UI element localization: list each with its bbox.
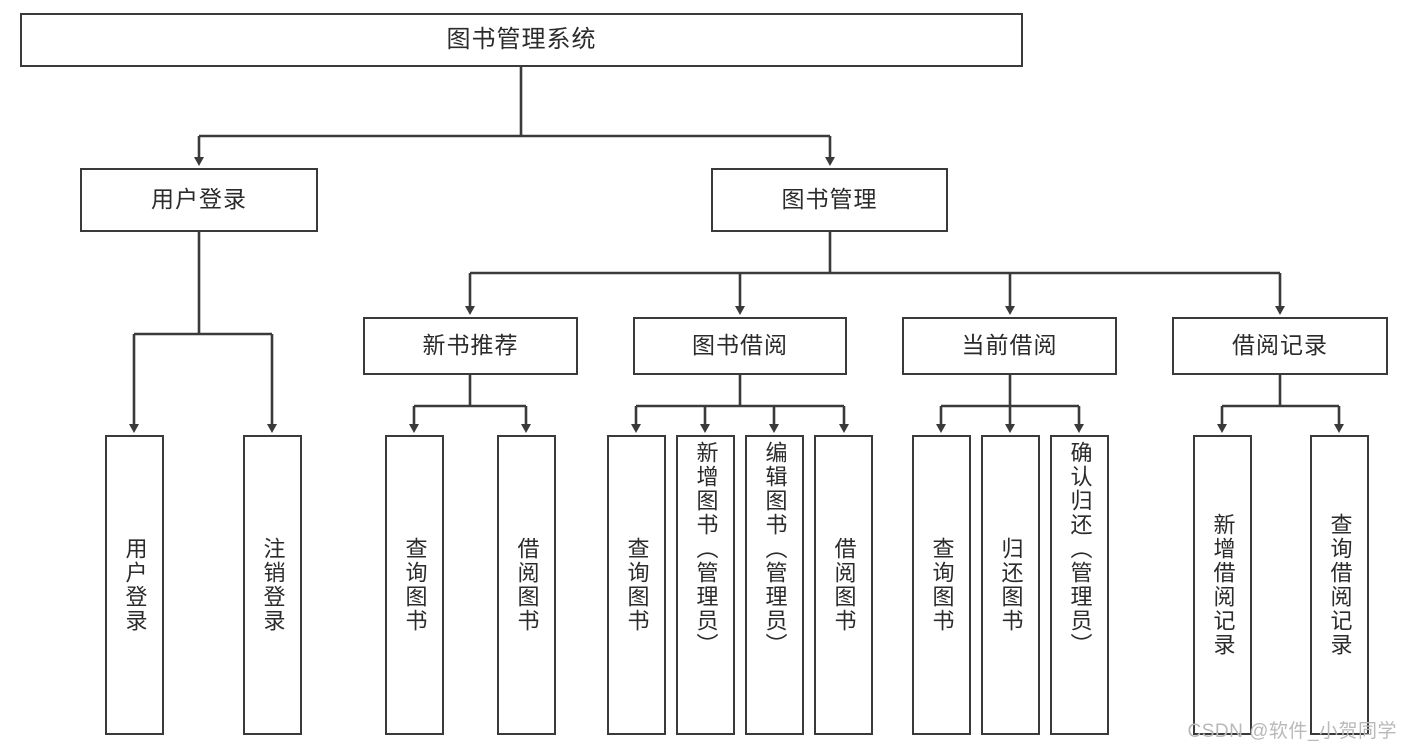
leaf-label: 借阅图书 (514, 537, 540, 633)
leaf-label: 查询借阅记录 (1327, 513, 1353, 657)
node-user-login[interactable]: 用户登录 (80, 168, 318, 232)
leaf-label: 用户登录 (122, 537, 148, 633)
node-new-book-recommend[interactable]: 新书推荐 (363, 317, 578, 375)
leaf-label: 查询图书 (402, 537, 428, 633)
leaf-label: 确认归还（管理员） (1067, 441, 1093, 657)
leaf-current-confirm-return-admin[interactable]: 确认归还（管理员） (1050, 435, 1109, 735)
leaf-label: 借阅图书 (831, 537, 857, 633)
leaf-record-query[interactable]: 查询借阅记录 (1310, 435, 1369, 735)
leaf-user-login-logout[interactable]: 注销登录 (243, 435, 302, 735)
leaf-inner: 借阅图书 (816, 437, 871, 733)
node-borrow-record[interactable]: 借阅记录 (1172, 317, 1388, 375)
leaf-current-query-book[interactable]: 查询图书 (912, 435, 971, 735)
leaf-label: 注销登录 (260, 537, 286, 633)
leaf-borrow-query-book[interactable]: 查询图书 (607, 435, 666, 735)
node-new-book-recommend-label: 新书推荐 (422, 332, 519, 359)
leaf-new-book-query[interactable]: 查询图书 (385, 435, 444, 735)
leaf-inner: 确认归还（管理员） (1052, 437, 1107, 737)
leaf-inner: 查询图书 (914, 437, 969, 733)
leaf-inner: 查询图书 (609, 437, 664, 733)
leaf-inner: 新增借阅记录 (1195, 437, 1250, 733)
leaf-record-add[interactable]: 新增借阅记录 (1193, 435, 1252, 735)
leaf-borrow-borrow-book[interactable]: 借阅图书 (814, 435, 873, 735)
leaf-user-login-login[interactable]: 用户登录 (105, 435, 164, 735)
leaf-label: 新增图书（管理员） (693, 441, 719, 657)
leaf-inner: 编辑图书（管理员） (747, 437, 802, 737)
leaf-inner: 注销登录 (245, 437, 300, 733)
watermark: CSDN @软件_小贺同学 (1187, 721, 1397, 742)
leaf-inner: 借阅图书 (499, 437, 554, 733)
leaf-inner: 用户登录 (107, 437, 162, 733)
node-borrow-record-label: 借阅记录 (1232, 332, 1328, 359)
leaf-label: 查询图书 (624, 537, 650, 633)
leaf-current-return-book[interactable]: 归还图书 (981, 435, 1040, 735)
leaf-label: 查询图书 (929, 537, 955, 633)
leaf-borrow-add-book-admin[interactable]: 新增图书（管理员） (676, 435, 735, 735)
leaf-inner: 查询借阅记录 (1312, 437, 1367, 733)
leaf-inner: 新增图书（管理员） (678, 437, 733, 737)
node-root-label: 图书管理系统 (446, 25, 597, 53)
leaf-label: 新增借阅记录 (1210, 513, 1236, 657)
node-root[interactable]: 图书管理系统 (20, 13, 1023, 67)
node-user-login-label: 用户登录 (151, 186, 247, 213)
node-book-borrow-label: 图书借阅 (692, 332, 788, 359)
node-book-borrow[interactable]: 图书借阅 (633, 317, 847, 375)
node-current-borrow[interactable]: 当前借阅 (902, 317, 1117, 375)
node-book-management-label: 图书管理 (781, 186, 878, 213)
leaf-inner: 归还图书 (983, 437, 1038, 733)
leaf-label: 编辑图书（管理员） (762, 441, 788, 657)
leaf-label: 归还图书 (998, 537, 1024, 633)
leaf-borrow-edit-book-admin[interactable]: 编辑图书（管理员） (745, 435, 804, 735)
node-book-management[interactable]: 图书管理 (711, 168, 948, 232)
node-current-borrow-label: 当前借阅 (961, 332, 1058, 359)
leaf-inner: 查询图书 (387, 437, 442, 733)
leaf-new-book-borrow[interactable]: 借阅图书 (497, 435, 556, 735)
